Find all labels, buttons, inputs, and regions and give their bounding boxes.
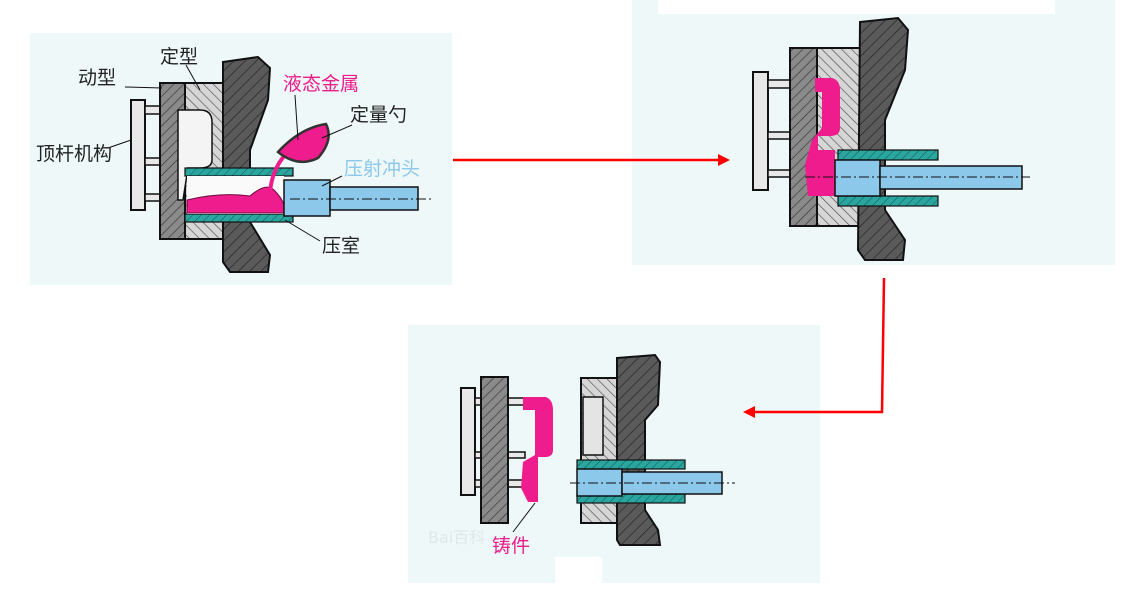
liquid-metal xyxy=(186,186,285,214)
metal-stream xyxy=(268,153,287,193)
watermark: Bai百科 xyxy=(428,528,485,547)
label-ladle: 定量勺 xyxy=(350,104,407,126)
step3-ejection-panel: Bai百科 铸件 xyxy=(408,325,820,583)
label-shot-chamber: 压室 xyxy=(322,235,360,257)
ejected-casting xyxy=(521,397,553,502)
shot-sleeve-bottom xyxy=(184,213,294,223)
label-ejector: 顶杆机构 xyxy=(36,143,112,165)
arrow-step2-to-step3 xyxy=(752,277,886,414)
label-casting: 铸件 xyxy=(492,535,530,557)
label-moving-die: 动型 xyxy=(78,67,116,89)
leader-lines xyxy=(107,64,353,242)
step1-injection-panel: 定型 动型 液态金属 定量勺 顶杆机构 压射冲头 压室 xyxy=(30,33,452,285)
step2-filled-panel xyxy=(632,0,1115,265)
label-fixed-die: 定型 xyxy=(160,46,198,68)
ladle xyxy=(276,122,330,164)
arrowhead-2 xyxy=(743,406,755,418)
ejector-plate xyxy=(130,99,146,211)
flow-arrows xyxy=(453,158,886,414)
label-liquid-metal: 液态金属 xyxy=(283,73,359,95)
label-plunger: 压射冲头 xyxy=(344,158,420,180)
arrowhead-1 xyxy=(718,154,730,166)
filled-casting xyxy=(805,78,840,196)
